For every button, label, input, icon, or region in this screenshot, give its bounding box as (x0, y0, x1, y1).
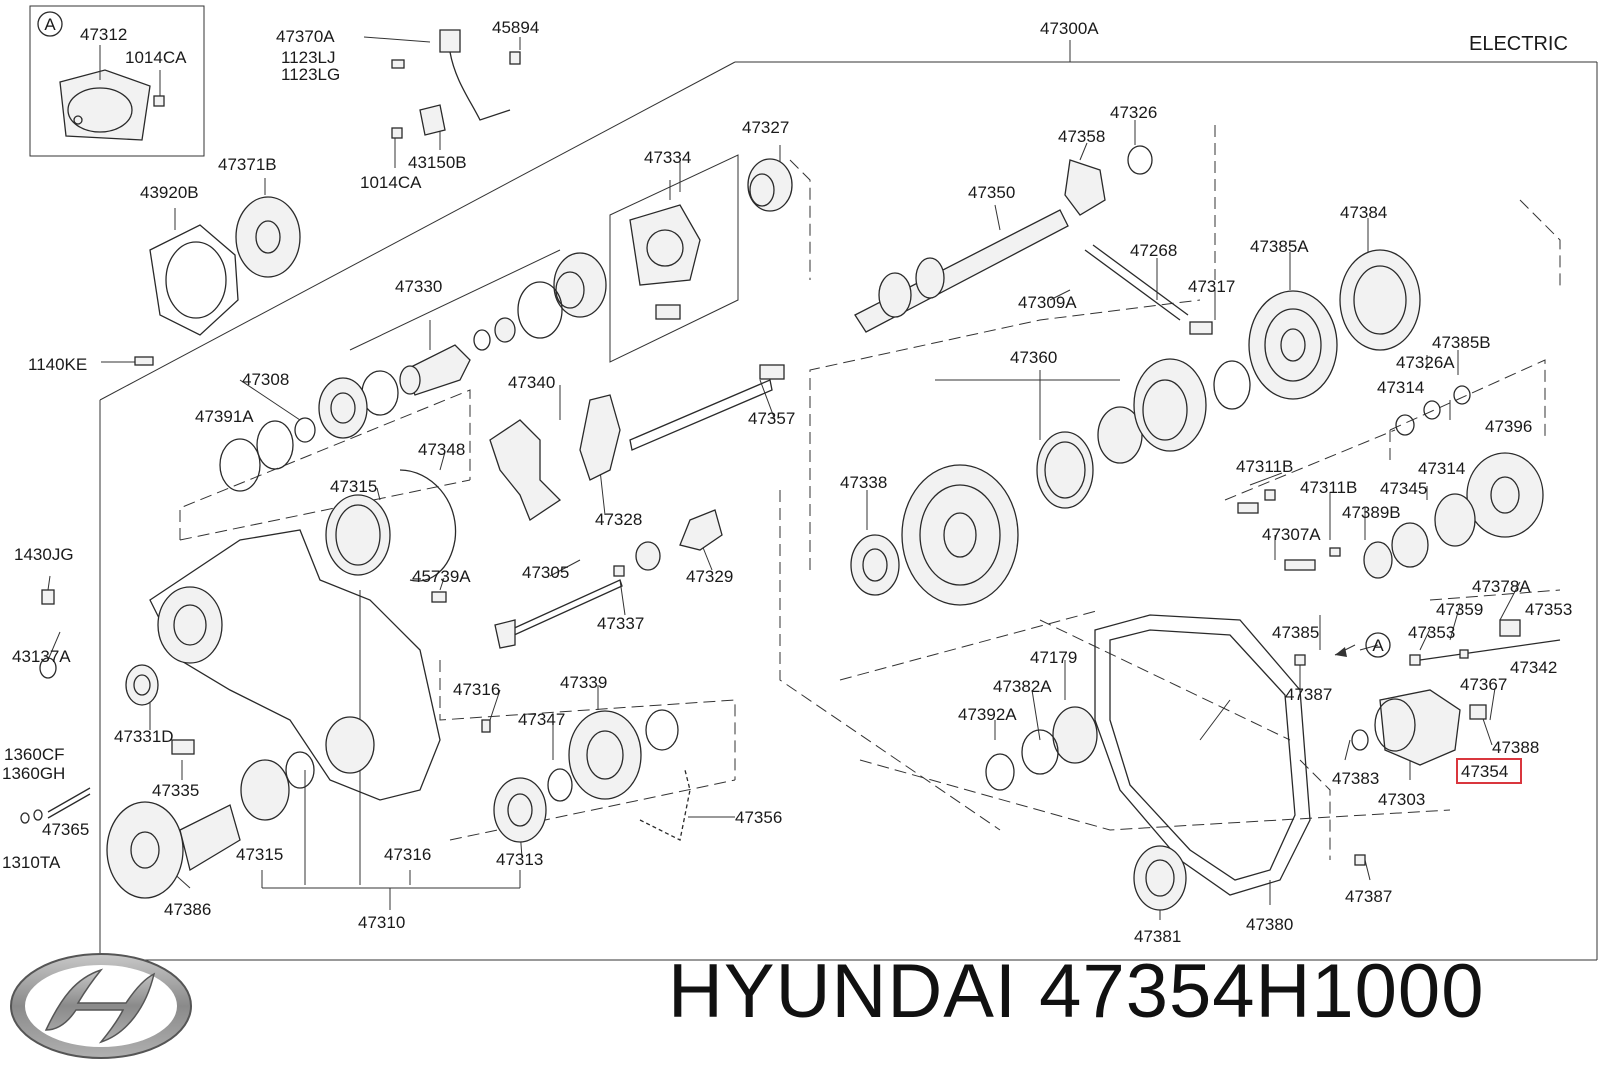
part-label: 47388 (1492, 738, 1539, 757)
part-label: 47339 (560, 673, 607, 692)
part-label: 47371B (218, 155, 277, 174)
part-label: 43920B (140, 183, 199, 202)
part-label: 47370A (276, 27, 335, 46)
part-label: 47350 (968, 183, 1015, 202)
part-label: 47303 (1378, 790, 1425, 809)
part-label: 47316 (384, 845, 431, 864)
part-label: 47313 (496, 850, 543, 869)
part-label: 47353 (1408, 623, 1455, 642)
part-label: 47382A (993, 677, 1052, 696)
part-label: 1123LJ (281, 48, 336, 67)
part-label: 1310TA (2, 853, 61, 872)
part-label: 47311B (1236, 457, 1293, 476)
part-label: 47309A (1018, 293, 1077, 312)
part-label: 47353 (1525, 600, 1572, 619)
part-label: 47311B (1300, 478, 1357, 497)
inset-circle-letter: A (44, 15, 56, 34)
part-label: 45739A (412, 567, 471, 586)
part-label: 47359 (1436, 600, 1483, 619)
part-label: 47357 (748, 409, 795, 428)
inset-box-a (29, 5, 205, 157)
brand-caption: HYUNDAI 47354H1000 (668, 948, 1484, 1035)
part-label: 47389B (1342, 503, 1401, 522)
part-label: 47337 (597, 614, 644, 633)
part-label: 47315 (236, 845, 283, 864)
part-label: 47360 (1010, 348, 1057, 367)
part-label: 47381 (1134, 927, 1181, 946)
part-label: 47396 (1485, 417, 1532, 436)
part-label: 47314 (1418, 459, 1465, 478)
brand-part-number: 47354H1000 (1039, 949, 1485, 1034)
brand-name: HYUNDAI (668, 949, 1018, 1034)
part-labels: 47370A 1123LJ 1123LG 45894 43150B 1014CA… (2, 18, 1572, 946)
part-label: 47310 (358, 913, 405, 932)
part-label: 47317 (1188, 277, 1235, 296)
part-label: 47331D (114, 727, 174, 746)
parts (20, 29, 1561, 911)
part-label: 47345 (1380, 479, 1427, 498)
part-label: 47392A (958, 705, 1017, 724)
highlight-box (1456, 758, 1522, 784)
part-label: 47356 (735, 808, 782, 827)
part-label: 45894 (492, 18, 539, 37)
part-label: 47314 (1377, 378, 1424, 397)
part-label: 1140KE (28, 355, 87, 374)
part-label: 47340 (508, 373, 555, 392)
part-label: 47327 (742, 118, 789, 137)
part-label: 47386 (164, 900, 211, 919)
part-label: 47342 (1510, 658, 1557, 677)
part-label: 47334 (644, 148, 691, 167)
part-label: 47383 (1332, 769, 1379, 788)
part-label: 47307A (1262, 525, 1321, 544)
assembly-label: 47300A (1040, 19, 1099, 38)
part-label: 47385 (1272, 623, 1319, 642)
electric-label: ELECTRIC (1469, 33, 1568, 55)
part-label: 1123LG (281, 65, 340, 84)
part-label: 47308 (242, 370, 289, 389)
part-label: 43150B (408, 153, 467, 172)
part-label: 47358 (1058, 127, 1105, 146)
part-label: 47179 (1030, 648, 1077, 667)
part-label: 47384 (1340, 203, 1387, 222)
callout-a-letter: A (1372, 636, 1384, 655)
part-label: 47326A (1396, 353, 1455, 372)
part-label: 47365 (42, 820, 89, 839)
part-label: 47316 (453, 680, 500, 699)
part-label: 47305 (522, 563, 569, 582)
inset-label-1014ca: 1014CA (125, 48, 187, 67)
part-label: 47328 (595, 510, 642, 529)
part-label: 47330 (395, 277, 442, 296)
part-label: 43137A (12, 647, 71, 666)
part-label: 1360CF (4, 745, 64, 764)
part-label: 47385A (1250, 237, 1309, 256)
hyundai-logo-icon (10, 953, 192, 1059)
part-label: 47326 (1110, 103, 1157, 122)
part-label: 47348 (418, 440, 465, 459)
highlighted-part-label: 47354 (1461, 762, 1508, 781)
part-label: 47367 (1460, 675, 1507, 694)
part-label: 47338 (840, 473, 887, 492)
dashed-subframes (179, 125, 1561, 860)
callout-a-marker: A (1334, 632, 1391, 658)
part-label: 47315 (330, 477, 377, 496)
part-label: 47387 (1345, 887, 1392, 906)
part-label: 47268 (1130, 241, 1177, 260)
part-label: 47391A (195, 407, 254, 426)
part-label: 1014CA (360, 173, 422, 192)
part-label: 47385B (1432, 333, 1491, 352)
part-label: 47387 (1285, 685, 1332, 704)
part-label: 47380 (1246, 915, 1293, 934)
part-label: 1430JG (14, 545, 74, 564)
part-label: 47335 (152, 781, 199, 800)
part-label: 47347 (518, 710, 565, 729)
part-label: 47329 (686, 567, 733, 586)
inset-label-47312: 47312 (80, 25, 127, 44)
part-label: 1360GH (2, 764, 65, 783)
part-label: 47378A (1472, 577, 1531, 596)
